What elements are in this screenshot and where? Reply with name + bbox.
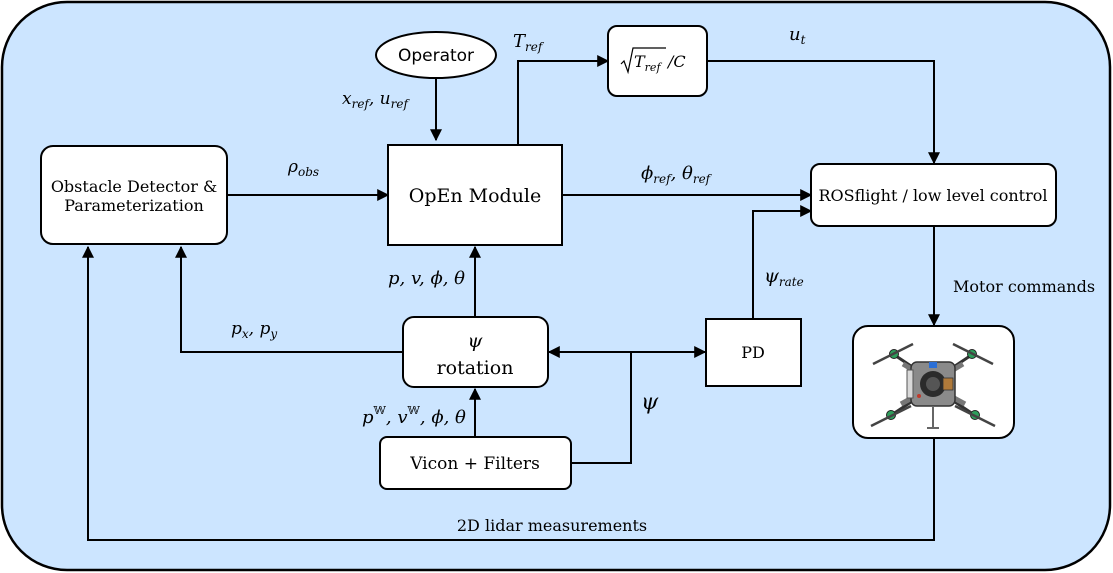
rotation-block: ψ rotation [402, 316, 549, 388]
sqrt-argument: Tref [634, 52, 662, 74]
rosflight-label: ROSflight / low level control [818, 186, 1047, 205]
px-symbol: p [231, 319, 242, 339]
t-ref-sub: ref [525, 40, 545, 54]
psi-label: ψ [641, 390, 659, 415]
open-module-label: OpEn Module [409, 185, 542, 207]
world-p: p [362, 407, 374, 428]
obstacle-detector-label-line1: Obstacle Detector & [51, 177, 217, 196]
phi-theta-ref-label: ϕref, θref [641, 163, 713, 186]
t-ref-label: Tref [513, 31, 545, 54]
rho-obs-label: ρobs [287, 157, 319, 179]
ref-u-sub: ref [391, 97, 411, 111]
py-sub: y [269, 327, 277, 341]
rho-sub: obs [298, 165, 319, 179]
rosflight-block: ROSflight / low level control [810, 163, 1057, 227]
lidar-feedback-arrow [82, 245, 935, 541]
vicon-label: Vicon + Filters [409, 454, 540, 474]
obstacle-detector-block: Obstacle Detector & Parameterization [40, 145, 228, 245]
pxpy-label: px, py [231, 319, 277, 341]
pd-block: PD [705, 318, 802, 387]
operator-node: Operator [375, 31, 497, 79]
pd-to-rosflight-arrow [752, 205, 813, 319]
rotation-symbol: ψ [468, 330, 484, 352]
rotation-label: rotation [437, 357, 514, 379]
sqrt-argument-sub: ref [645, 61, 663, 74]
thrust-mapping-block: Tref /C [607, 25, 708, 97]
sqrt-radical-icon [620, 47, 666, 75]
open-to-thrust-arrow [517, 55, 610, 145]
lidar-label: 2D lidar measurements [457, 516, 647, 535]
obstacle-detector-label-line2: Parameterization [64, 196, 204, 215]
open-module-block: OpEn Module [387, 144, 563, 246]
psi-rate-sub: rate [779, 275, 804, 289]
t-ref-symbol: T [513, 31, 527, 52]
vicon-psi-branch [571, 352, 632, 464]
px-sub: x [242, 327, 249, 341]
pd-label: PD [741, 343, 765, 362]
thrust-divisor: /C [666, 52, 686, 71]
vicon-block: Vicon + Filters [379, 436, 572, 490]
u-t-label: ut [789, 24, 806, 47]
rotation-to-obstacle-arrow [175, 245, 403, 353]
py-symbol: , p [249, 319, 271, 339]
theta-ref-sub: ref [693, 172, 713, 186]
drone-block [852, 325, 1015, 439]
world-v: , v [386, 407, 408, 428]
ref-x: x [342, 89, 352, 109]
ref-x-sub: ref [352, 97, 372, 111]
psi-rate-symbol: ψ [764, 265, 780, 287]
reference-inputs-label: xref, uref [342, 89, 410, 111]
u-t-symbol: u [789, 24, 801, 45]
world-state-label: p𝕎, v𝕎, ϕ, θ [362, 404, 466, 428]
world-angles: , ϕ, θ [420, 407, 466, 428]
ref-u: , u [369, 89, 391, 109]
world-p-sup: 𝕎 [373, 404, 387, 417]
operator-label: Operator [398, 46, 474, 66]
u-t-sub: t [801, 33, 806, 47]
phi-ref-symbol: ϕ [641, 163, 653, 184]
theta-ref-symbol: , θ [671, 163, 693, 184]
state-label: p, v, ϕ, θ [388, 268, 465, 289]
motor-commands-label: Motor commands [953, 277, 1095, 296]
thrust-to-rosflight-arrow [708, 60, 940, 165]
psi-rate-label: ψrate [764, 265, 804, 289]
sqrt-argument-T: T [634, 52, 646, 71]
phi-ref-sub: ref [653, 172, 673, 186]
quadrotor-drone-icon [870, 342, 996, 429]
connectors [82, 55, 940, 541]
rho-symbol: ρ [287, 157, 298, 177]
world-v-sup: 𝕎 [407, 404, 421, 417]
